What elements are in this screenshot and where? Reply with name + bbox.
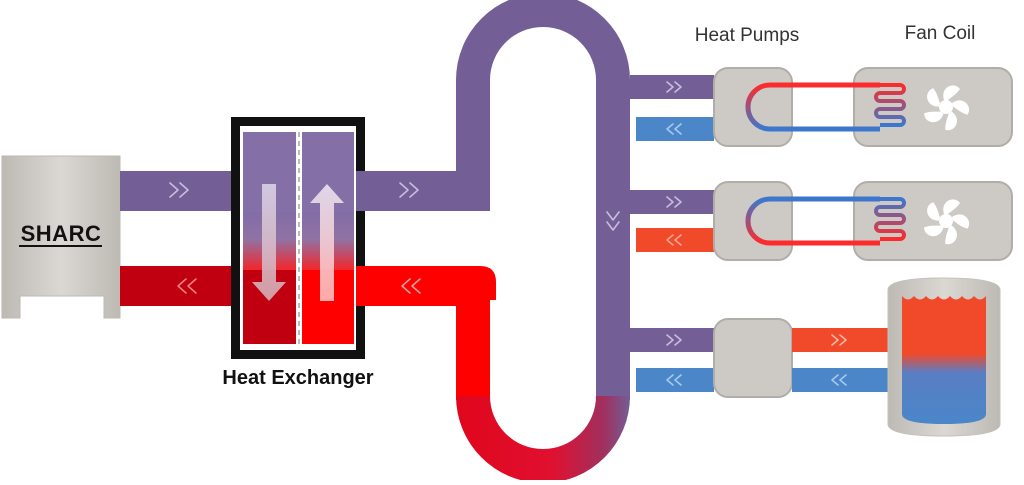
flow-forward-icon — [399, 182, 419, 198]
tank-water — [902, 296, 986, 424]
hot-water-tank — [887, 277, 1001, 437]
pipe-tank-supply — [792, 328, 888, 352]
sharc-label: SHARC — [21, 221, 102, 246]
flow-down-icon — [606, 211, 620, 231]
flow-back-icon — [666, 234, 682, 246]
fan-icon — [924, 85, 970, 131]
flow-forward-icon — [666, 196, 682, 208]
heat-pump-3 — [713, 318, 793, 398]
heat-pump-1 — [713, 67, 793, 147]
refrigerant-loop-2 — [745, 196, 880, 246]
arrow-down-icon — [252, 184, 286, 301]
ground-loop — [456, 0, 630, 483]
fan-coil-label: Fan Coil — [905, 23, 976, 44]
coil-icon — [874, 197, 906, 241]
flow-back-icon — [401, 278, 421, 294]
refrigerant-loop-1 — [745, 82, 880, 132]
flow-back-icon — [831, 374, 847, 386]
fan-coil-1 — [853, 67, 1013, 147]
flow-forward-icon — [666, 81, 682, 93]
flow-forward-icon — [666, 334, 682, 346]
heat-exchanger-label: Heat Exchanger — [222, 367, 373, 389]
arrow-up-icon — [310, 184, 344, 301]
sharc-unit: SHARC — [1, 155, 121, 319]
flow-back-icon — [666, 123, 682, 135]
flow-forward-icon — [831, 334, 847, 346]
heat-pump-2 — [713, 181, 793, 261]
coil-icon — [874, 83, 906, 127]
heat-pumps-label: Heat Pumps — [695, 25, 800, 46]
flow-back-icon — [177, 278, 197, 294]
fan-coil-2 — [853, 181, 1013, 261]
heat-exchanger: Heat Exchanger — [222, 117, 374, 389]
fan-icon — [924, 199, 970, 245]
flow-back-icon — [666, 374, 682, 386]
flow-forward-icon — [169, 182, 189, 198]
